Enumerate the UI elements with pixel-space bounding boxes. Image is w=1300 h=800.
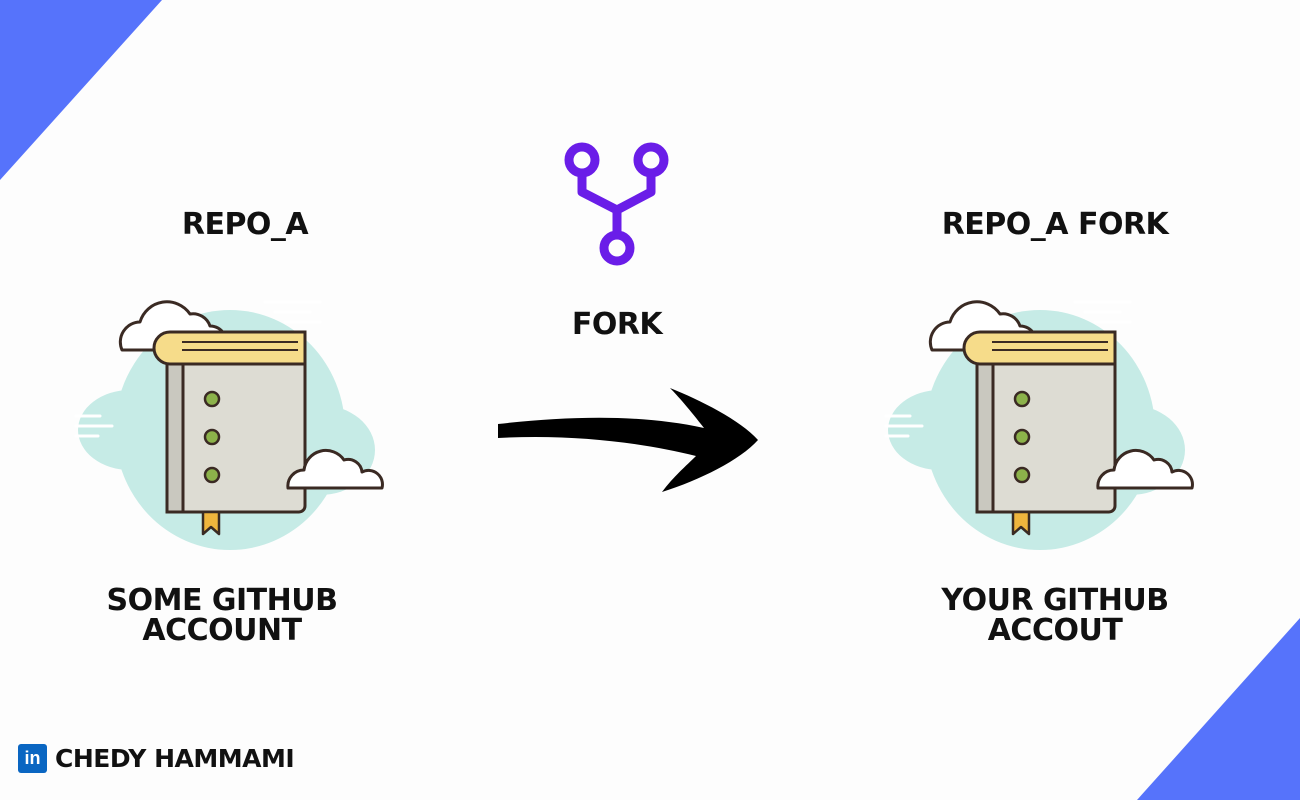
source-account-line2: ACCOUNT bbox=[142, 613, 302, 648]
corner-triangle-bottom-right bbox=[1137, 618, 1300, 800]
target-account-line2: ACCOUT bbox=[987, 613, 1123, 648]
target-account-label: YOUR GITHUB ACCOUT bbox=[905, 586, 1205, 646]
source-account-line1: SOME GITHUB bbox=[106, 583, 338, 618]
linkedin-icon[interactable]: in bbox=[18, 744, 47, 773]
corner-triangle-top-left bbox=[0, 0, 162, 180]
source-repo-title: REPO_A bbox=[181, 207, 309, 242]
author-credit: in CHEDY HAMMAMI bbox=[18, 744, 295, 773]
book-in-cloud-icon bbox=[884, 300, 1194, 550]
arrow-right-icon bbox=[498, 388, 758, 492]
fork-action-label: FORK bbox=[571, 307, 663, 342]
target-account-line1: YOUR GITHUB bbox=[941, 583, 1169, 618]
author-name: CHEDY HAMMAMI bbox=[55, 744, 295, 773]
source-account-label: SOME GITHUB ACCOUNT bbox=[72, 586, 372, 646]
git-fork-icon bbox=[564, 142, 669, 266]
target-repo-title: REPO_A FORK bbox=[941, 207, 1169, 242]
book-in-cloud-icon bbox=[74, 300, 384, 550]
